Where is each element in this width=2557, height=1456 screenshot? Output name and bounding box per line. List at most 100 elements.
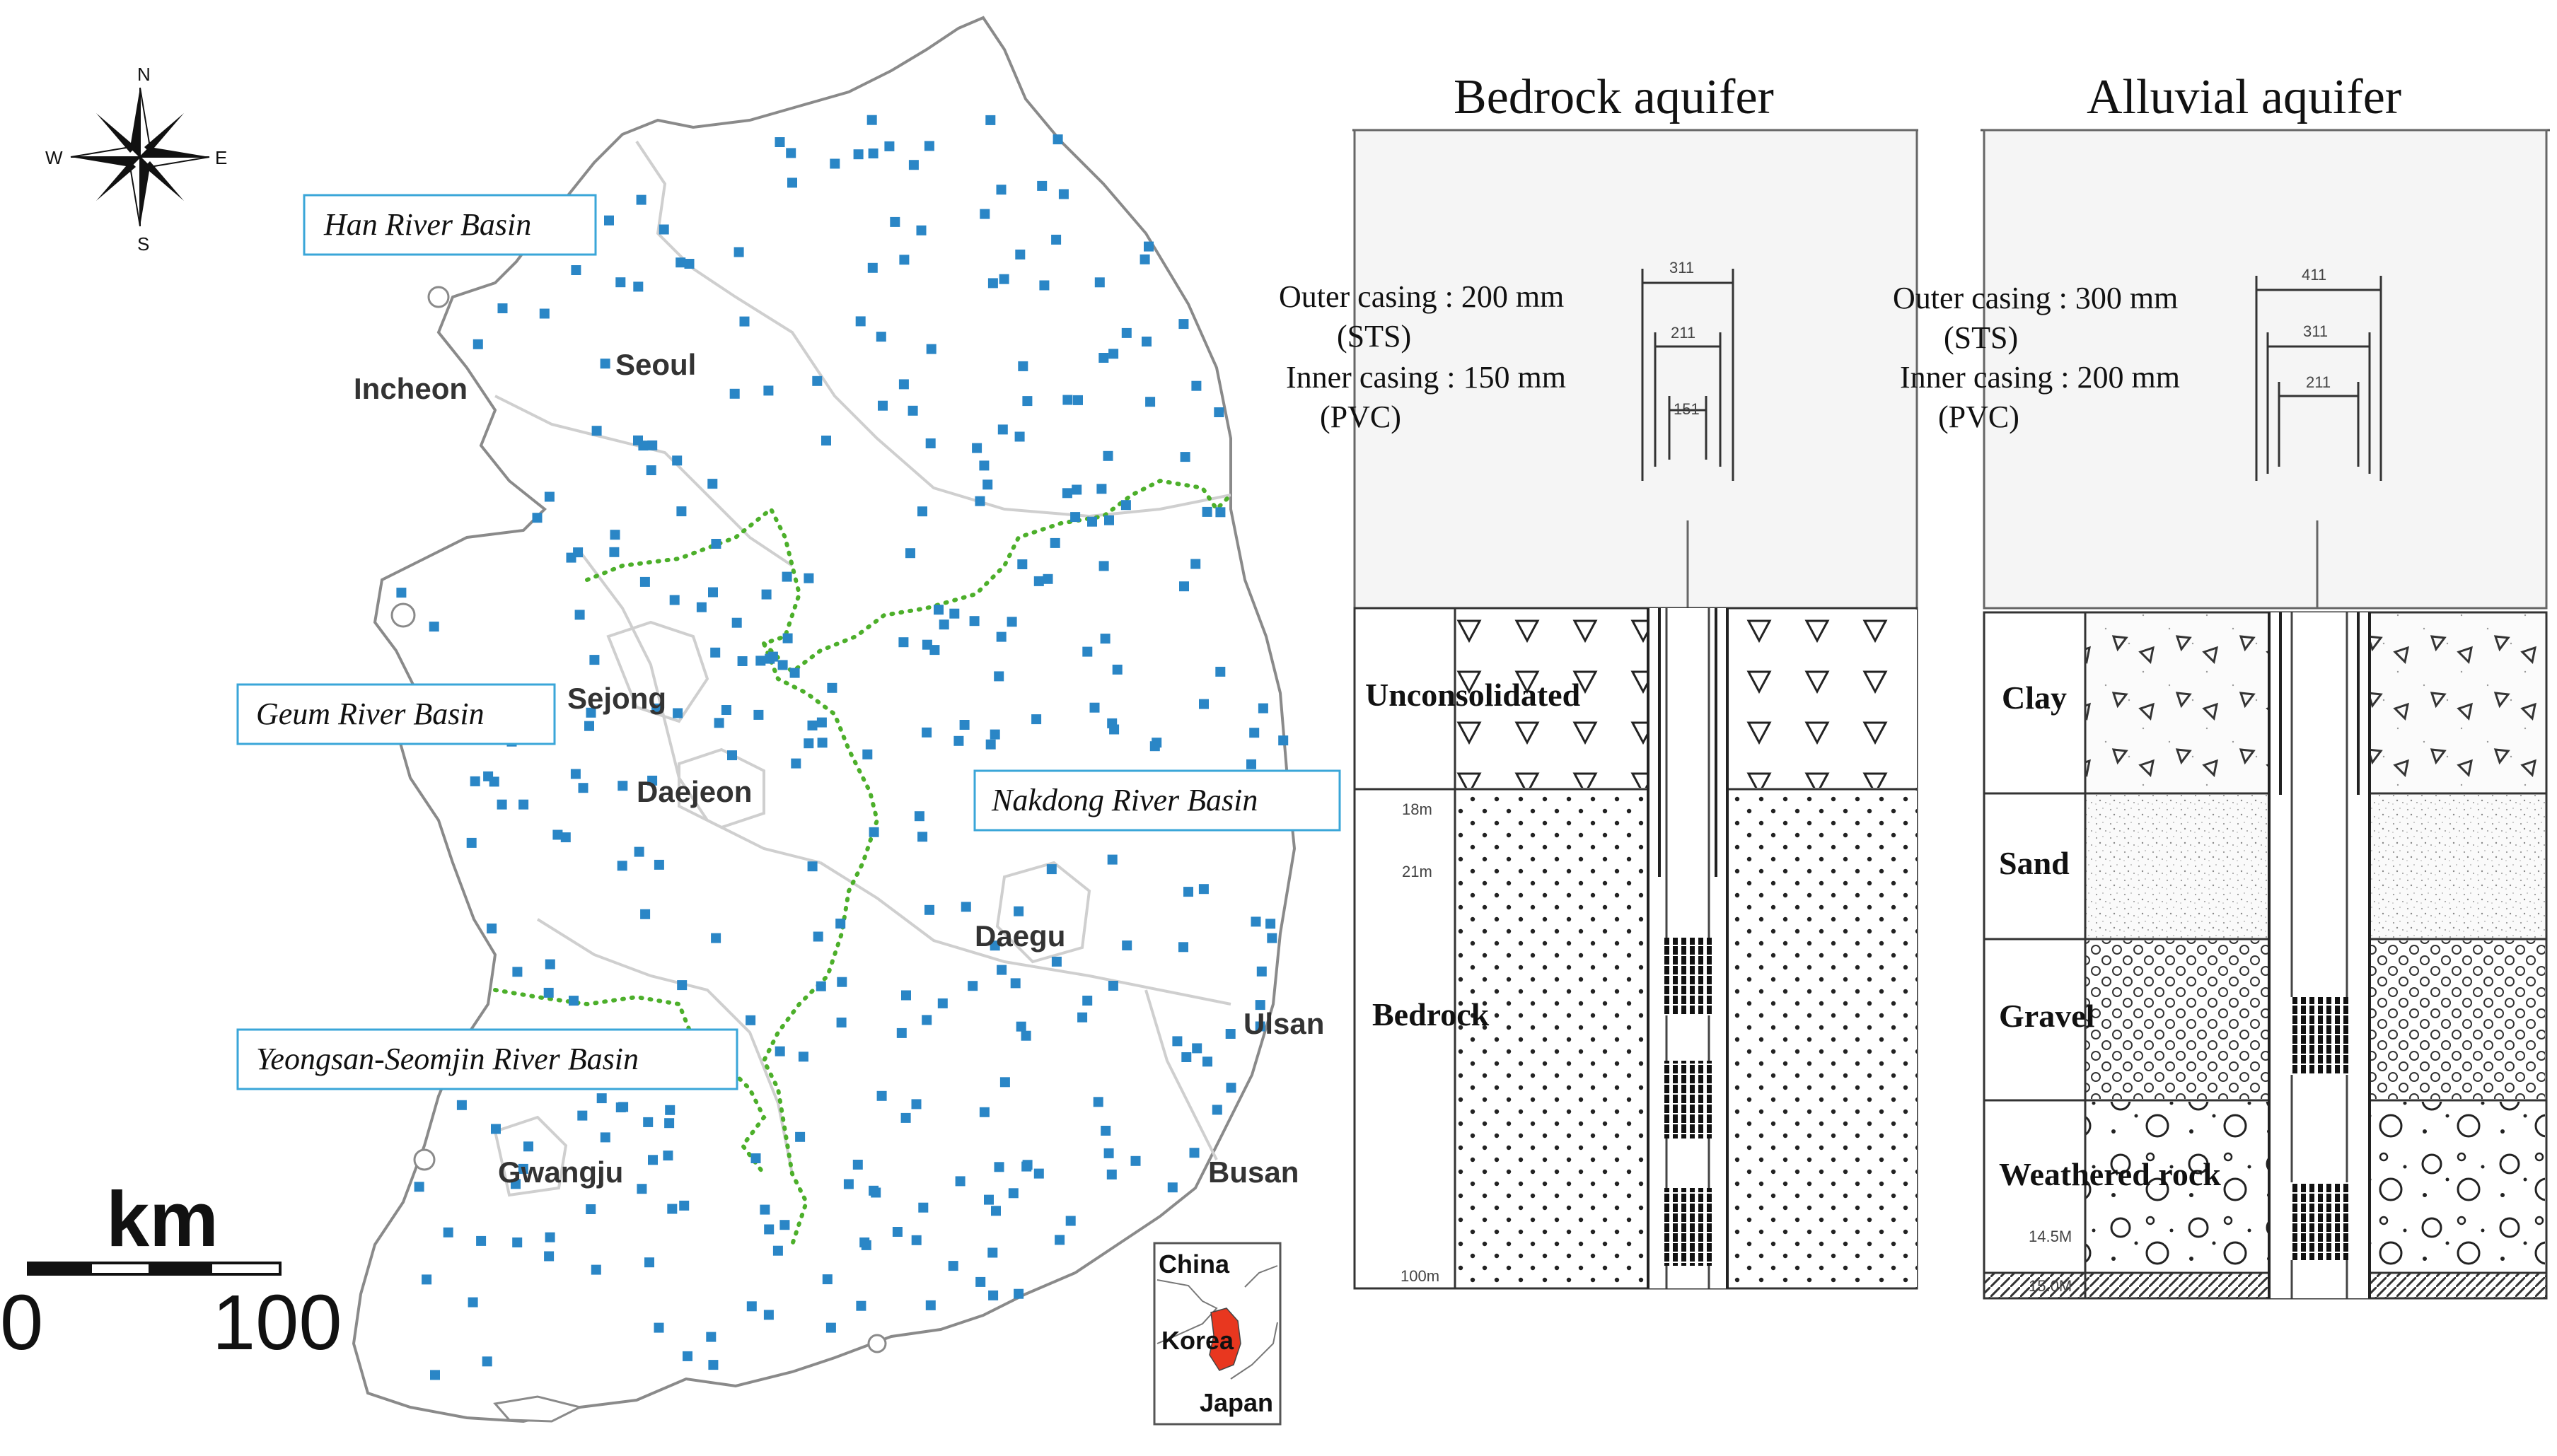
well-marker (1246, 759, 1256, 769)
well-marker (1104, 515, 1114, 525)
well-marker (727, 750, 737, 761)
well-marker (643, 1117, 654, 1127)
well-marker (1142, 337, 1152, 346)
well-marker (569, 996, 579, 1006)
well-marker (996, 185, 1007, 195)
well-marker (1215, 507, 1226, 518)
city-incheon: Incheon (354, 372, 468, 405)
well-marker (837, 977, 847, 987)
well-marker (1096, 484, 1107, 494)
bedrock-aquifer-diagram: Bedrock aquifer 311 211 151 Outer casing… (1279, 70, 1918, 1290)
well-marker (573, 547, 584, 558)
alluvial-dim-outer: 411 (2302, 266, 2326, 284)
well-marker (511, 1179, 521, 1189)
well-marker (955, 1176, 966, 1187)
well-marker (782, 633, 793, 643)
well-marker (1255, 1000, 1265, 1011)
well-marker (1033, 576, 1044, 586)
well-marker (884, 141, 895, 151)
well-marker (1258, 703, 1268, 714)
well-marker (634, 846, 644, 857)
well-marker (1181, 1052, 1192, 1062)
basin-label-geum: Geum River Basin (236, 683, 556, 745)
well-marker (1178, 942, 1188, 953)
well-marker (443, 1227, 453, 1237)
well-marker (996, 631, 1007, 642)
well-marker (711, 933, 721, 943)
well-marker (669, 595, 680, 605)
well-marker (961, 902, 971, 912)
well-marker (1180, 452, 1190, 462)
inset-korea: Korea (1161, 1326, 1234, 1355)
well-marker (969, 616, 980, 627)
well-marker (1014, 906, 1024, 916)
well-marker (753, 709, 764, 720)
inset-china: China (1159, 1250, 1230, 1279)
well-marker (707, 479, 718, 489)
well-marker (1008, 1188, 1019, 1199)
well-marker (911, 1235, 922, 1245)
well-marker (972, 443, 982, 453)
bedrock-depth-21: 21m (1402, 863, 1432, 880)
well-marker (997, 965, 1007, 975)
well-marker (487, 924, 497, 933)
well-marker (422, 1274, 432, 1285)
well-marker (787, 177, 797, 188)
well-marker (1189, 1148, 1200, 1158)
well-marker (898, 379, 909, 390)
well-marker (1130, 1155, 1141, 1166)
well-marker (596, 1093, 607, 1104)
well-marker (876, 332, 886, 342)
scale-max: 100 (212, 1279, 342, 1366)
well-marker (644, 1257, 654, 1268)
well-marker (804, 738, 814, 749)
well-marker (651, 703, 662, 714)
well-marker (1183, 887, 1193, 897)
basin-label-han: Han River Basin (303, 194, 597, 256)
well-marker (518, 799, 529, 810)
well-marker (731, 617, 742, 628)
well-marker (604, 215, 614, 226)
well-marker (822, 1274, 833, 1285)
well-marker (1033, 1168, 1044, 1179)
bedrock-screen-3 (1664, 1188, 1712, 1266)
well-marker (772, 1245, 783, 1256)
well-marker (836, 1018, 847, 1027)
well-marker (664, 1118, 675, 1129)
well-marker (676, 506, 687, 517)
well-marker (918, 1202, 929, 1213)
well-marker (999, 274, 1009, 284)
well-marker (1018, 361, 1028, 371)
bedrock-dim-inner: 151 (1674, 400, 1700, 418)
well-marker (1251, 916, 1261, 927)
well-marker (483, 771, 494, 781)
well-marker (1050, 537, 1060, 548)
well-marker (684, 259, 695, 269)
well-marker (647, 775, 658, 786)
well-marker (825, 1322, 836, 1333)
well-marker (654, 1322, 664, 1333)
well-marker (637, 1184, 647, 1194)
svg-text:Nakdong River Basin: Nakdong River Basin (991, 783, 1258, 817)
well-marker (939, 619, 949, 630)
well-marker (763, 385, 774, 396)
well-marker (990, 729, 1000, 740)
alluvial-screen-1 (2289, 997, 2350, 1075)
well-marker (867, 262, 878, 273)
well-marker (591, 1264, 601, 1275)
alluvial-outer-material: (STS) (1944, 320, 2018, 355)
well-marker (777, 660, 788, 670)
well-marker (979, 460, 990, 471)
well-marker (959, 720, 970, 730)
well-marker (1087, 516, 1097, 527)
well-marker (1022, 1160, 1033, 1170)
well-marker (737, 656, 748, 666)
well-marker (708, 1360, 719, 1370)
well-marker (975, 1276, 986, 1287)
well-marker (917, 832, 928, 842)
well-marker (1039, 280, 1050, 291)
well-marker (1082, 996, 1093, 1006)
well-marker (835, 919, 846, 929)
well-marker (1190, 559, 1201, 569)
